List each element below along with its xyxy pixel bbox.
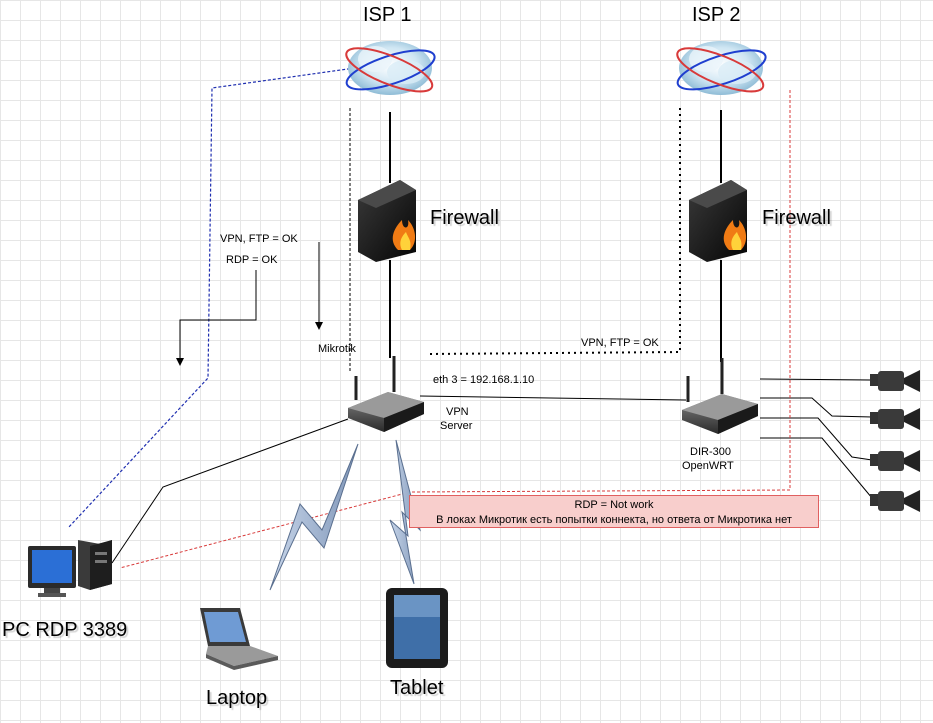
firewall2-label: Firewall xyxy=(762,207,831,229)
firewall1-label: Firewall xyxy=(430,207,499,229)
vpn-ftp-ok-right-label: VPN, FTP = OK xyxy=(581,337,659,349)
note-title: RDP = Not work xyxy=(574,499,654,511)
isp2-label: ISP 2 xyxy=(692,4,741,26)
dir300-label: DIR-300 xyxy=(690,446,731,458)
eth3-address-label: eth 3 = 192.168.1.10 xyxy=(433,374,535,386)
mikrotik-dir300-link xyxy=(419,395,687,401)
tablet-icon[interactable] xyxy=(386,588,448,668)
vpn-label: VPN xyxy=(446,406,469,418)
security-camera-icon[interactable] xyxy=(870,490,920,512)
tablet-label: Tablet xyxy=(390,677,444,699)
isp2-dotted-path xyxy=(429,108,681,355)
connections xyxy=(67,67,874,569)
rdp-arrow xyxy=(176,270,257,366)
openwrt-label: OpenWRT xyxy=(682,460,734,472)
security-camera-icon[interactable] xyxy=(870,450,920,472)
note-detail: В локах Микротик есть попытки коннекта, … xyxy=(436,514,792,526)
firewall1-icon[interactable] xyxy=(358,180,416,262)
firewall2-icon[interactable] xyxy=(689,180,747,262)
wireless-link-icon xyxy=(269,439,421,591)
mikrotik-router-icon[interactable] xyxy=(348,356,424,432)
desktop-pc-icon[interactable] xyxy=(28,540,112,597)
vpn-ftp-ok-left-label: VPN, FTP = OK xyxy=(220,233,298,245)
camera-link-4 xyxy=(760,437,873,499)
server-label: Server xyxy=(440,420,473,432)
camera-link-1 xyxy=(759,378,874,381)
isp1-cloud-icon[interactable] xyxy=(341,40,438,100)
mikrotik-label: Mikrotik xyxy=(318,343,356,355)
laptop-label: Laptop xyxy=(206,687,268,709)
laptop-icon[interactable] xyxy=(200,608,278,670)
isp1-label: ISP 1 xyxy=(363,4,412,26)
blue-dashed-path xyxy=(67,67,356,529)
rdp-ok-label: RDP = OK xyxy=(226,254,278,266)
red-dashed-path xyxy=(119,90,791,569)
security-camera-icon[interactable] xyxy=(870,408,920,430)
pc-mikrotik-link xyxy=(111,418,349,564)
camera-link-3 xyxy=(760,417,873,461)
camera-link-2 xyxy=(760,397,873,418)
security-camera-icon[interactable] xyxy=(870,370,920,392)
rdp-not-work-note: RDP = Not work В локах Микротик есть поп… xyxy=(409,495,819,528)
dir300-router-icon[interactable] xyxy=(682,358,758,434)
isp2-cloud-icon[interactable] xyxy=(672,40,769,100)
pc-label: PC RDP 3389 xyxy=(2,619,128,641)
